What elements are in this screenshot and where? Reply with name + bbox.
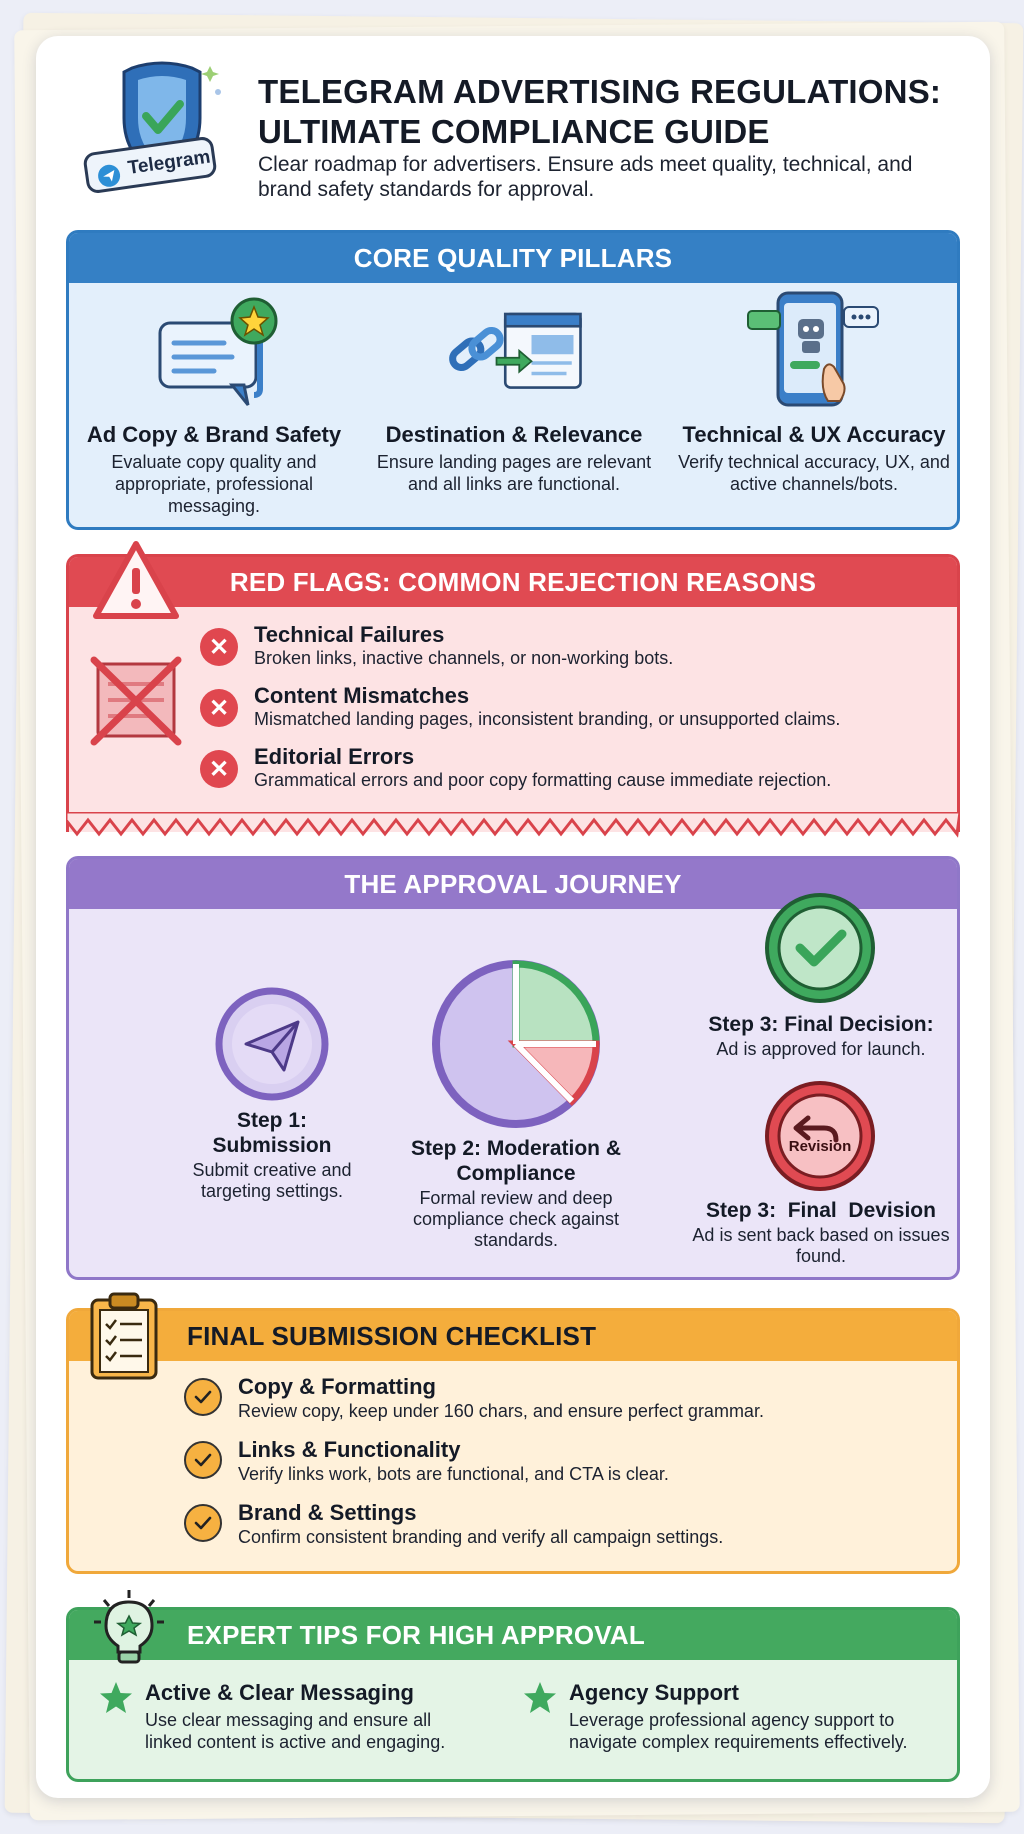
pillar-ad-copy: Ad Copy & Brand Safety Evaluate copy qua… (69, 289, 359, 517)
page-title: TELEGRAM ADVERTISING REGULATIONS: ULTIMA… (258, 72, 978, 152)
checklist-text: Confirm consistent branding and verify a… (238, 1527, 724, 1547)
pillar-title: Technical & UX Accuracy (682, 422, 946, 447)
red-flag-title: Technical Failures (254, 622, 445, 647)
step-text: Ad is approved for launch. (716, 1039, 926, 1059)
checklist-title: Brand & Settings (238, 1500, 417, 1525)
star-icon (524, 1682, 556, 1713)
revision-return-icon (765, 1081, 875, 1191)
pillar-title: Destination & Relevance (385, 422, 643, 447)
section-heading: CORE QUALITY PILLARS (69, 233, 957, 283)
section-heading: RED FLAGS: COMMON REJECTION REASONS (69, 557, 957, 607)
clipboard-icon (90, 1292, 158, 1380)
section-heading: FINAL SUBMISSION CHECKLIST (69, 1311, 957, 1361)
page-title-line1: TELEGRAM ADVERTISING REGULATIONS: (258, 73, 942, 110)
red-flag-text: Grammatical errors and poor copy formatt… (254, 770, 832, 790)
chat-star-icon (158, 297, 278, 406)
phone-bot-icon (747, 291, 879, 407)
red-flag-text: Broken links, inactive channels, or non-… (254, 648, 674, 668)
warning-triangle-icon (93, 541, 179, 619)
pillar-destination: Destination & Relevance Ensure landing p… (369, 289, 659, 495)
shield-telegram-icon (83, 61, 221, 193)
step-title: Submission (212, 1134, 332, 1157)
tip-item: Active & Clear Messaging Use clear messa… (97, 1680, 465, 1753)
pillar-title: Ad Copy & Brand Safety (86, 422, 342, 447)
rejected-document-icon (90, 656, 182, 746)
checklist-item: Links & Functionality Verify links work,… (184, 1437, 669, 1485)
tip-item: Agency Support Leverage professional age… (521, 1680, 949, 1753)
red-flag-item: ✕ Editorial Errors Grammatical errors an… (200, 744, 831, 791)
step-2: Step 2: Moderation & Compliance Formal r… (395, 1136, 637, 1251)
tip-text: Use clear messaging and ensure all linke… (145, 1710, 446, 1752)
star-icon (100, 1682, 132, 1713)
paper-plane-icon (215, 987, 329, 1101)
page-title-line2: ULTIMATE COMPLIANCE GUIDE (258, 113, 770, 150)
checkmark-icon (184, 1378, 222, 1416)
checklist-item: Copy & Formatting Review copy, keep unde… (184, 1374, 764, 1422)
expert-tips-section: EXPERT TIPS FOR HIGH APPROVAL Active & C… (66, 1607, 960, 1782)
step-text: Submit creative and targeting settings. (192, 1160, 352, 1201)
pillar-text: Evaluate copy quality and appropriate, p… (111, 452, 317, 516)
step-1: Step 1: Submission Submit creative and t… (176, 1108, 368, 1202)
red-flag-title: Editorial Errors (254, 744, 415, 769)
step-3-revision: Step 3: Final Devision Ad is sent back b… (690, 1198, 952, 1267)
step-title: Compliance (456, 1162, 576, 1185)
core-quality-pillars-section: CORE QUALITY PILLARS Ad Copy & Brand Saf… (66, 230, 960, 530)
pillar-text: Ensure landing pages are relevant and al… (376, 452, 652, 494)
moderation-pie-icon (432, 960, 600, 1128)
torn-edge-zigzag (66, 812, 960, 838)
step-text: Formal review and deep compliance check … (412, 1188, 620, 1250)
tip-title: Agency Support (569, 1680, 739, 1705)
red-flag-item: ✕ Technical Failures Broken links, inact… (200, 622, 673, 669)
pillar-technical: Technical & UX Accuracy Verify technical… (669, 289, 957, 495)
page-subtitle: Clear roadmap for advertisers. Ensure ad… (258, 153, 913, 201)
x-mark-icon: ✕ (200, 750, 238, 788)
red-flag-item: ✕ Content Mismatches Mismatched landing … (200, 683, 840, 730)
revision-badge-label: Revision (788, 1138, 852, 1155)
x-mark-icon: ✕ (200, 628, 238, 666)
red-flag-title: Content Mismatches (254, 683, 470, 708)
section-heading: EXPERT TIPS FOR HIGH APPROVAL (69, 1610, 957, 1660)
checklist-title: Links & Functionality (238, 1437, 461, 1462)
step-3-approved: Step 3: Final Decision: Ad is approved f… (690, 1012, 952, 1060)
step-text: Ad is sent back based on issues found. (692, 1225, 950, 1266)
checklist-text: Review copy, keep under 160 chars, and e… (238, 1401, 764, 1421)
checkmark-icon (184, 1441, 222, 1479)
step-title: Step 3: Final Decision: (708, 1013, 934, 1036)
checkmark-icon (184, 1504, 222, 1542)
step-title: Step 1: (236, 1109, 307, 1132)
link-page-icon (449, 312, 582, 389)
tip-title: Active & Clear Messaging (145, 1680, 414, 1705)
x-mark-icon: ✕ (200, 689, 238, 727)
checklist-title: Copy & Formatting (238, 1374, 436, 1399)
lightbulb-star-icon (94, 1590, 164, 1664)
pillar-text: Verify technical accuracy, UX, and activ… (678, 452, 950, 494)
step-title: Step 2: Moderation & (410, 1137, 621, 1160)
step-title: Step 3: Final Devision (706, 1199, 936, 1222)
checklist-item: Brand & Settings Confirm consistent bran… (184, 1500, 723, 1548)
tip-text: Leverage professional agency support to … (569, 1710, 908, 1752)
section-heading: THE APPROVAL JOURNEY (69, 859, 957, 909)
approved-check-icon (765, 893, 875, 1003)
red-flag-text: Mismatched landing pages, inconsistent b… (254, 709, 841, 729)
checklist-text: Verify links work, bots are functional, … (238, 1464, 669, 1484)
